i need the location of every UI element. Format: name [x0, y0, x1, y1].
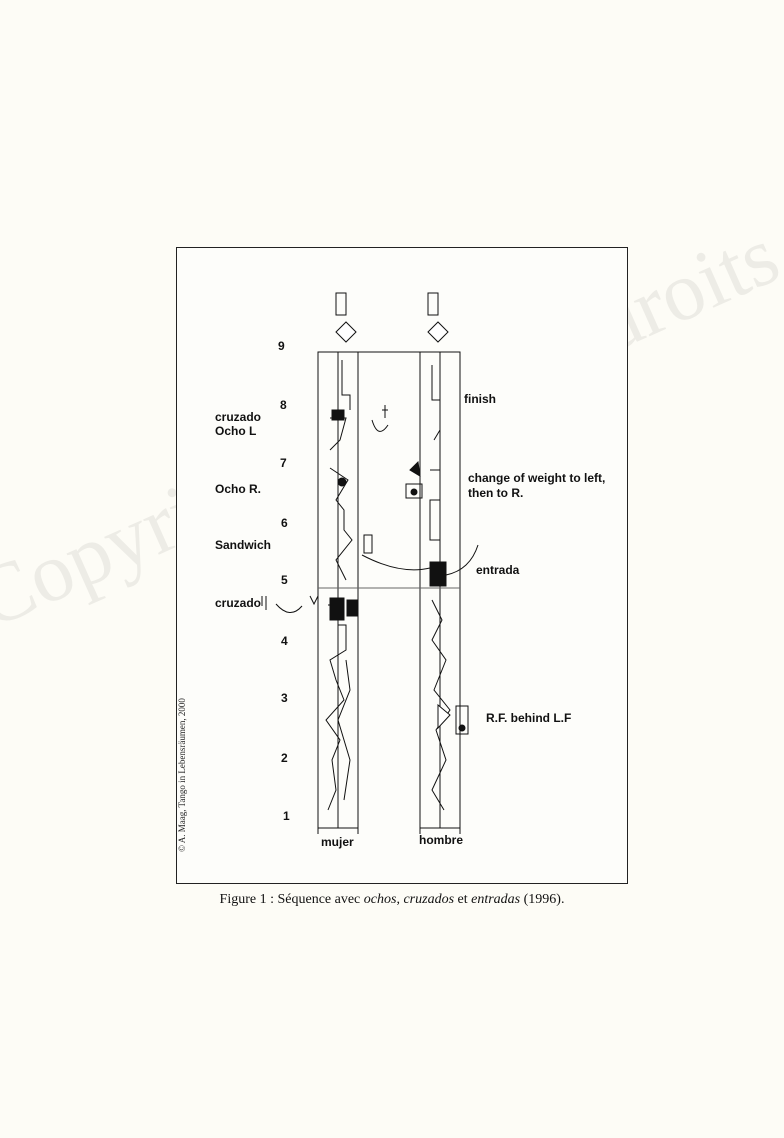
caption-term-cruzados: cruzados [403, 892, 455, 907]
label-change-weight-1: change of weight to left, [468, 471, 606, 485]
measure-number-2: 2 [281, 751, 288, 765]
label-rf-behind-lf: R.F. behind L.F [486, 711, 572, 725]
label-entrada: entrada [476, 563, 520, 577]
label-ocho-l: Ocho L [215, 424, 257, 438]
label-ocho-r: Ocho R. [215, 482, 262, 496]
measure-number-6: 6 [281, 516, 288, 530]
figure-caption: Figure 1 : Séquence avec ochos, cruzados… [0, 892, 784, 908]
hombre-start-box [427, 292, 439, 316]
caption-prefix: Figure 1 : Séquence avec [219, 892, 364, 907]
measure-number-7: 7 [280, 456, 287, 470]
label-cruzado-top: cruzado [215, 410, 262, 424]
measure-number-4: 4 [281, 634, 288, 648]
caption-suffix: (1996). [520, 892, 565, 907]
label-finish: finish [464, 392, 496, 406]
label-cruzado-bottom: cruzado [215, 596, 262, 610]
measure-number-5: 5 [281, 573, 288, 587]
caption-term-entradas: entradas [471, 892, 521, 907]
label-change-weight-2: then to R. [468, 486, 524, 500]
side-credit: © A. Maag, Tango in Lebensräumen, 2000 [177, 698, 187, 852]
caption-sep-2: et [454, 892, 472, 907]
figure-frame [176, 247, 628, 884]
label-mujer: mujer [321, 835, 354, 849]
measure-number-8: 8 [280, 398, 287, 412]
mujer-start-box [335, 292, 347, 316]
caption-term-ochos: ochos [363, 892, 397, 907]
label-sandwich: Sandwich [215, 538, 272, 552]
measure-number-9: 9 [278, 339, 285, 353]
measure-number-3: 3 [281, 691, 288, 705]
measure-number-1: 1 [283, 809, 290, 823]
label-hombre: hombre [419, 833, 464, 847]
caption-sep-1: , [396, 892, 404, 907]
